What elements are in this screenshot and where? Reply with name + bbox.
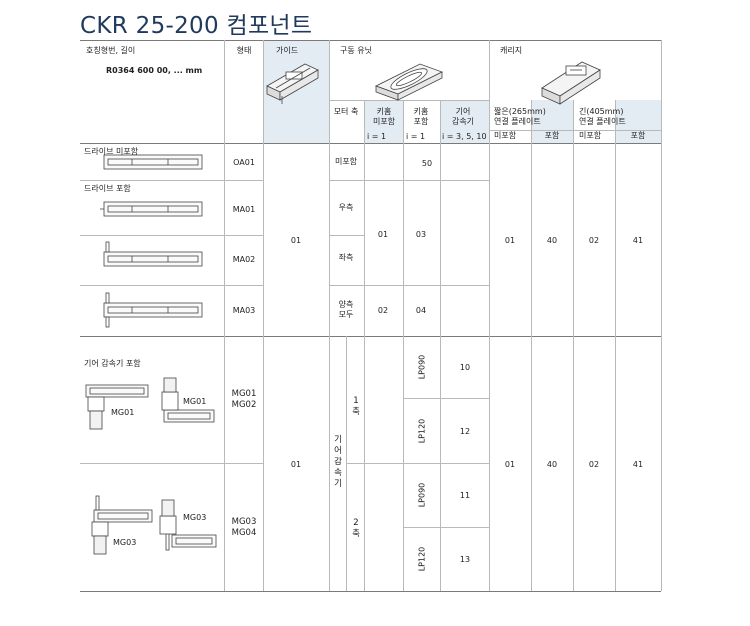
- guide-drawing: [266, 63, 319, 104]
- carriage-short-with-upper: 40: [546, 236, 558, 245]
- keyway-with-03: 03: [415, 230, 427, 239]
- motor-both: 양측 모두: [338, 300, 354, 319]
- ma02-drawing: [103, 241, 203, 267]
- one-axis-label: 1 축: [352, 396, 360, 417]
- mg01-label-left: MG01: [111, 408, 135, 417]
- form-mg0102: MG01 MG02: [231, 389, 257, 410]
- code-10: 10: [459, 363, 471, 372]
- short-without-header: 미포함: [494, 131, 517, 140]
- guide-code-upper: 01: [290, 236, 302, 245]
- ma01-drawing: [100, 201, 203, 217]
- guide-header: 가이드: [276, 46, 299, 55]
- short-with-header: 포함: [544, 131, 560, 140]
- code-12: 12: [459, 427, 471, 436]
- ma03-drawing: [103, 292, 203, 328]
- oa01-drawing: [103, 154, 203, 170]
- motor-left: 좌측: [338, 253, 354, 262]
- long-plate-header: 긴(405mm) 연결 플레이트: [579, 107, 626, 126]
- keyway-without-header: 키홈 미포함: [372, 107, 396, 126]
- lp120-lower: LP120: [417, 546, 427, 572]
- form-ma02: MA02: [232, 255, 256, 264]
- form-ma01: MA01: [232, 205, 256, 214]
- lp090-lower: LP090: [417, 482, 427, 508]
- mg01-drawings: [85, 377, 215, 430]
- order-number: R0364 600 00, ... mm: [106, 66, 203, 75]
- form-oa01: OA01: [233, 158, 255, 167]
- keyway-without-02: 02: [377, 306, 389, 315]
- order-number-label: 호칭형번, 길이: [86, 46, 136, 55]
- long-with-header: 포함: [630, 131, 646, 140]
- long-without-header: 미포함: [579, 131, 602, 140]
- lp120-upper: LP120: [417, 418, 427, 444]
- long-with-shade: [615, 100, 661, 143]
- keyway-with-header: 키홈 포함: [413, 107, 429, 126]
- drive-unit-header: 구동 유닛: [340, 46, 372, 55]
- gear-reducer-vertical: 기 어 감 속 기: [334, 435, 342, 489]
- lp090-upper: LP090: [417, 354, 427, 380]
- row-label-gear: 기어 감속기 포함: [84, 359, 141, 368]
- carriage-long-with-upper: 41: [632, 236, 644, 245]
- gear-header: 기어 감속기: [451, 107, 475, 126]
- motor-shaft-header: 모터 축: [333, 107, 359, 116]
- mg03-label-left: MG03: [113, 538, 137, 547]
- carriage-short-with-lower: 40: [546, 460, 558, 469]
- carriage-header: 캐리지: [500, 46, 523, 55]
- motor-none: 미포함: [334, 157, 358, 166]
- carriage-long-with-lower: 41: [632, 460, 644, 469]
- carriage-long-without-lower: 02: [588, 460, 600, 469]
- code-50: 50: [421, 159, 433, 168]
- carriage-long-without-upper: 02: [588, 236, 600, 245]
- code-13: 13: [459, 555, 471, 564]
- gear-ratio: i = 3, 5, 10: [442, 132, 487, 141]
- gear-shade: [440, 100, 489, 143]
- mg03-label-right: MG03: [183, 513, 207, 522]
- row-label-with-drive: 드라이브 포함: [84, 184, 131, 193]
- form-header: 형태: [236, 46, 252, 55]
- keyway-without-01: 01: [377, 230, 389, 239]
- code-11: 11: [459, 491, 471, 500]
- keyway-with-ratio: i = 1: [406, 132, 426, 141]
- mg03-drawings: [91, 495, 217, 555]
- keyway-with-04: 04: [415, 306, 427, 315]
- page-title: CKR 25-200 컴포넌트: [80, 13, 313, 39]
- guide-code-lower: 01: [290, 460, 302, 469]
- mg01-label-right: MG01: [183, 397, 207, 406]
- keyway-without-shade: [364, 100, 403, 143]
- row-label-without-drive: 드라이브 미포함: [84, 147, 139, 156]
- two-axis-label: 2 축: [352, 518, 360, 539]
- carriage-short-without-upper: 01: [504, 236, 516, 245]
- keyway-without-ratio: i = 1: [367, 132, 387, 141]
- form-ma03: MA03: [232, 306, 256, 315]
- drive-unit-drawing: [374, 63, 444, 101]
- short-with-shade: [531, 100, 573, 143]
- motor-right: 우측: [338, 203, 354, 212]
- short-plate-header: 짧은(265mm) 연결 플레이트: [494, 107, 546, 126]
- form-mg0304: MG03 MG04: [231, 517, 257, 538]
- carriage-short-without-lower: 01: [504, 460, 516, 469]
- carriage-drawing: [541, 61, 601, 105]
